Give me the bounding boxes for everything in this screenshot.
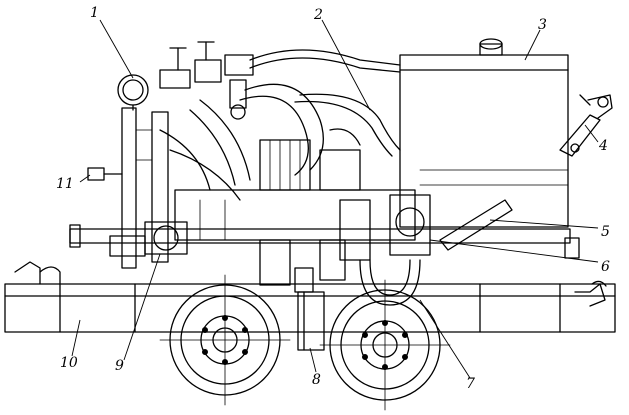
- callout-5: 5: [601, 224, 610, 240]
- gearbox: [109, 221, 188, 257]
- left-wheel: [159, 274, 291, 406]
- callout-2: 2: [313, 7, 323, 23]
- callout-3: 3: [538, 17, 547, 33]
- pump-engine-block: [174, 139, 431, 286]
- callout-6: 6: [601, 259, 610, 275]
- fitting: [87, 167, 123, 181]
- callout-4: 4: [598, 138, 608, 154]
- spray-gun: [559, 94, 613, 157]
- callout-9: 9: [115, 358, 124, 374]
- callouts: 1 2 3 4 5 6 7 8 9 10 11: [56, 5, 610, 392]
- diagonal-strut: [439, 199, 513, 251]
- valve-block: [159, 41, 254, 120]
- trailer-frame: [4, 261, 616, 333]
- leader-lines: [71, 19, 599, 379]
- callout-7: 7: [466, 376, 475, 392]
- callout-10: 10: [60, 355, 78, 371]
- left-column: [121, 107, 169, 269]
- callout-8: 8: [312, 372, 321, 388]
- cylinder: [294, 267, 325, 351]
- main-shaft: [69, 224, 580, 259]
- pipe-loop: [359, 259, 421, 306]
- tank: [399, 38, 580, 228]
- callout-11: 11: [56, 176, 74, 192]
- pressure-gauge: [117, 74, 149, 111]
- right-wheel: [319, 279, 451, 411]
- callout-1: 1: [90, 5, 99, 21]
